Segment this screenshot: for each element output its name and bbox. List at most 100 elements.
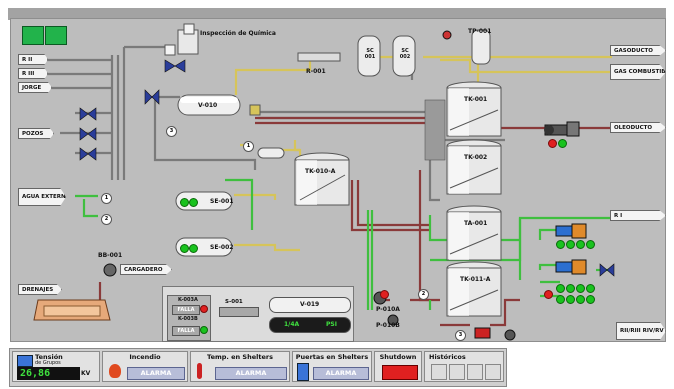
destination-r2-r5[interactable]: RII/RIII RIV/RV <box>616 322 666 340</box>
signal-icon-button[interactable] <box>45 26 67 45</box>
pump-led-b3 <box>576 284 585 293</box>
pump-led-b1 <box>556 284 565 293</box>
circle-label-3: 3 <box>166 126 177 137</box>
compressor-units: K-003A FALLA K-003B FALLA <box>167 295 211 341</box>
se002-label: SE-002 <box>210 244 234 251</box>
pump-led-a1 <box>556 240 565 249</box>
storage-tanks <box>446 81 502 317</box>
drain-pit <box>33 299 111 321</box>
fire-icon <box>109 364 121 378</box>
chemical-injection-label: Inspección de Química <box>200 30 276 37</box>
historicos-icon-3[interactable] <box>467 364 483 380</box>
sc002-label: SC 002 <box>399 48 411 60</box>
operator-icon-button[interactable] <box>22 26 44 45</box>
historicos-icon-2[interactable] <box>449 364 465 380</box>
p010b-label: P-010B <box>376 322 400 329</box>
tk010a-label: TK-010-A <box>305 168 336 175</box>
circle-label-3b: 3 <box>455 330 466 341</box>
compressor-reading: 1/4A <box>284 321 300 328</box>
circle-label-1b: 1 <box>101 193 112 204</box>
temp-title: Temp. en Shelters <box>207 353 273 361</box>
tension-title: Tensión <box>35 353 63 361</box>
se002-status-led <box>180 244 189 253</box>
k003b-label: K-003B <box>178 316 198 322</box>
tk011a-label: TK-011-A <box>460 276 491 283</box>
source-jorge[interactable]: JORGE <box>18 82 52 93</box>
window-title-bar <box>8 8 666 20</box>
scrubbers <box>297 29 491 77</box>
puertas-alarm: ALARMA <box>313 367 369 380</box>
tension-icon <box>17 355 33 367</box>
circle-label-1: 1 <box>243 141 254 152</box>
pump-led-a3 <box>576 240 585 249</box>
incendio-alarm: ALARMA <box>127 367 185 380</box>
pump-led-c3 <box>576 295 585 304</box>
tk002-label: TK-002 <box>464 154 488 161</box>
pump-led-a4 <box>586 240 595 249</box>
se001-label: SE-001 <box>210 198 234 205</box>
p010a-label: P-010A <box>376 306 400 313</box>
tp001-label: TP-001 <box>468 28 492 35</box>
compressor-unit: PSI <box>326 321 337 328</box>
temp-box[interactable]: Temp. en Shelters ALARMA <box>190 351 290 382</box>
puertas-box[interactable]: Puertas en Shelters ALARMA <box>292 351 372 382</box>
circle-label-2b: 2 <box>418 289 429 300</box>
air-compressor-panel: K-003A FALLA K-003B FALLA S-001 V-019 1/… <box>162 286 354 342</box>
se001-status-led-2 <box>189 198 198 207</box>
source-drenajes[interactable]: DRENAJES <box>18 284 62 295</box>
source-r2[interactable]: R II <box>18 54 48 65</box>
k003a-led <box>200 305 208 313</box>
shutdown-button[interactable] <box>382 365 418 380</box>
tank-tk010a <box>294 152 350 206</box>
p010a-alarm-led <box>380 290 389 299</box>
compressor-display: 1/4A PSI <box>269 317 351 333</box>
pump-run-led <box>558 139 567 148</box>
source-agua-externa[interactable]: AGUA EXTERNA <box>18 188 66 206</box>
tension-subtitle: de Grupos <box>35 360 61 366</box>
source-r3[interactable]: R III <box>18 68 48 79</box>
ta001-label: TA-001 <box>464 220 488 227</box>
source-pozos[interactable]: POZOS <box>18 128 54 139</box>
circle-label-2: 2 <box>101 214 112 225</box>
vessel-v010 <box>177 94 261 116</box>
temp-alarm: ALARMA <box>215 367 287 380</box>
incendio-title: Incendio <box>129 353 161 361</box>
valves <box>79 59 615 277</box>
tk001-label: TK-001 <box>464 96 488 103</box>
chemical-injection-unit <box>164 23 199 56</box>
s001-label: S-001 <box>225 299 243 305</box>
bb001-label: BB-001 <box>98 252 123 259</box>
status-bar: Tensión de Grupos 26,86 KV Incendio ALAR… <box>9 348 507 387</box>
se002-status-led-2 <box>189 244 198 253</box>
v019-label: V-019 <box>300 301 320 308</box>
v019-vessel: V-019 <box>269 297 351 313</box>
pump-led-c2 <box>566 295 575 304</box>
shutdown-box[interactable]: Shutdown <box>374 351 422 382</box>
tension-value: 26,86 <box>17 367 80 380</box>
destination-oleoducto[interactable]: OLEODUCTO <box>610 122 666 133</box>
historicos-title: Históricos <box>429 353 466 361</box>
historicos-icon-1[interactable] <box>431 364 447 380</box>
se001-status-led <box>180 198 189 207</box>
destination-cargadero[interactable]: CARGADERO <box>120 264 172 275</box>
pump-led-a2 <box>566 240 575 249</box>
destination-gas-combustible[interactable]: GAS COMBUSTIBLE <box>610 64 666 80</box>
historicos-icon-4[interactable] <box>485 364 501 380</box>
pump-bank-alarm-led <box>544 290 553 299</box>
destination-gasoducto[interactable]: GASODUCTO <box>610 45 666 56</box>
pump-led-b4 <box>586 284 595 293</box>
door-icon <box>297 363 309 381</box>
shutdown-title: Shutdown <box>379 353 417 361</box>
historicos-box[interactable]: Históricos <box>424 351 504 382</box>
puertas-title: Puertas en Shelters <box>295 353 369 361</box>
pump-led-b2 <box>566 284 575 293</box>
destination-r1[interactable]: R I <box>610 210 666 221</box>
sc001-label: SC 001 <box>364 48 376 60</box>
tension-unit: KV <box>81 370 91 377</box>
pump-led-c4 <box>586 295 595 304</box>
s001-fault <box>219 307 259 317</box>
pump-alarm-led <box>548 139 557 148</box>
incendio-box[interactable]: Incendio ALARMA <box>102 351 188 382</box>
pump-led-c1 <box>556 295 565 304</box>
